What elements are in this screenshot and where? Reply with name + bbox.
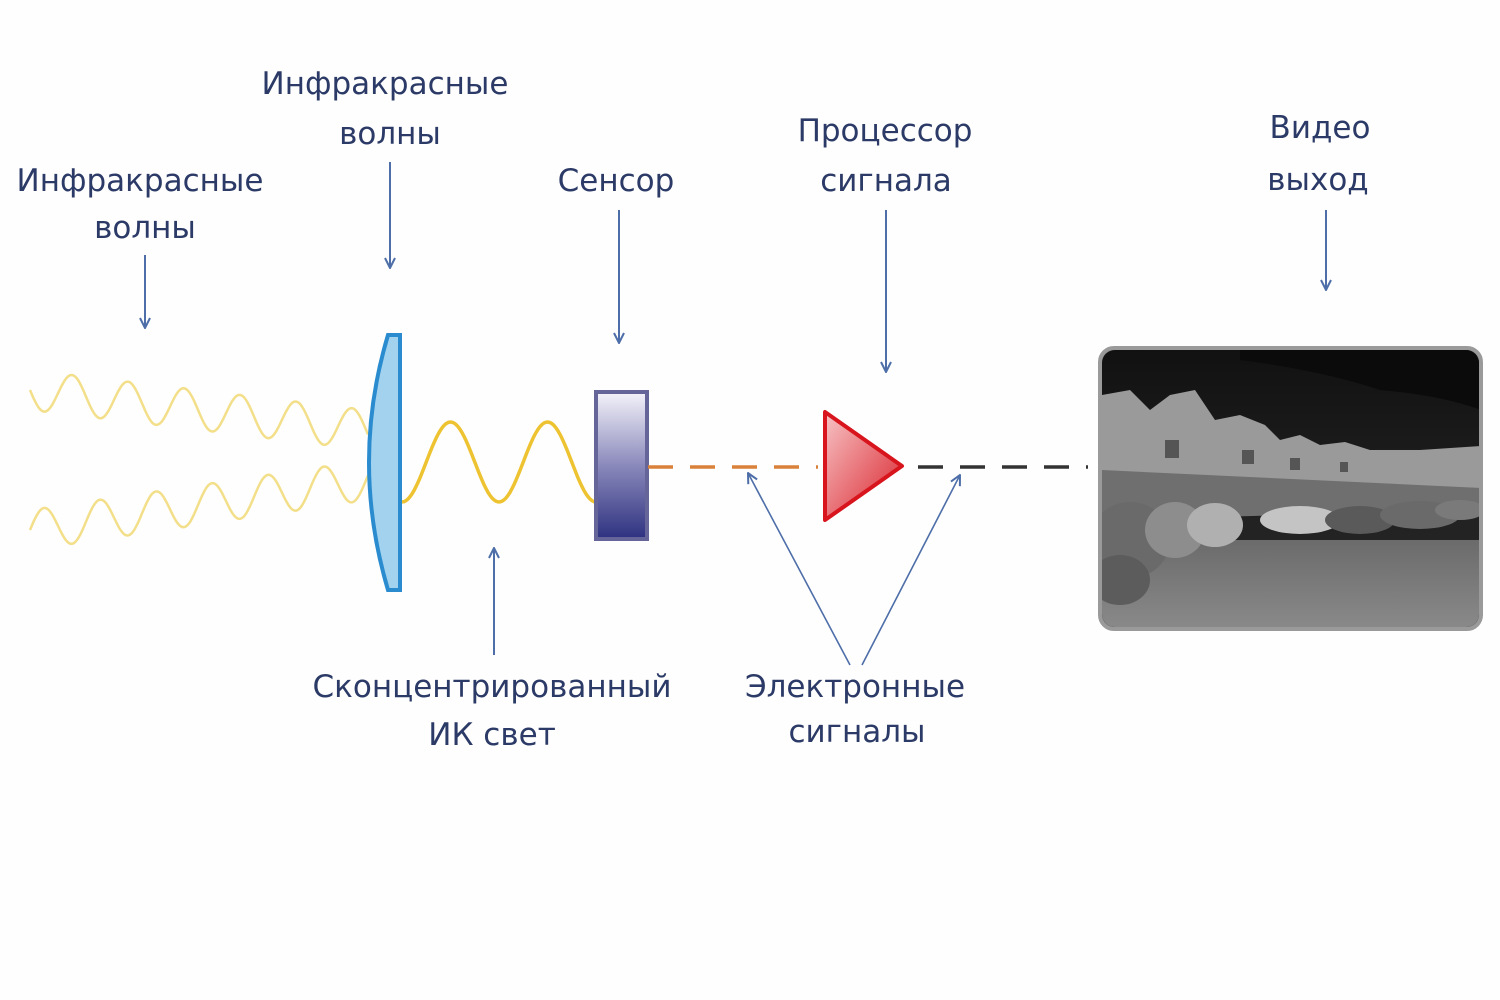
label-line: ИК свет	[428, 717, 556, 753]
label-sensor: Сенсор	[558, 163, 675, 199]
signal-processor	[823, 410, 904, 522]
label-line: Процессор	[798, 113, 973, 149]
ir-wave-focused	[401, 420, 597, 504]
label-focused-ir: Сконцентрированный ИК свет	[313, 669, 672, 753]
arrow-signal-right-icon	[861, 475, 960, 666]
arrow-signal-left-icon	[748, 473, 851, 666]
label-ir-waves-lens: Инфракрасные волны	[262, 66, 509, 152]
label-line: Сконцентрированный	[313, 669, 672, 705]
label-electronic-signals: Электронные сигналы	[745, 669, 965, 750]
thermal-video-output-image	[1098, 346, 1483, 631]
label-video-out: Видео выход	[1267, 110, 1370, 198]
label-line: волны	[94, 210, 196, 246]
label-line: волны	[339, 116, 441, 152]
label-ir-waves-left: Инфракрасные волны	[17, 163, 264, 246]
label-line: Инфракрасные	[17, 163, 264, 199]
lens	[367, 333, 402, 592]
label-line: сигнала	[820, 163, 952, 199]
label-line: выход	[1267, 162, 1369, 198]
label-line: сигналы	[788, 714, 925, 750]
sensor	[594, 390, 649, 541]
ir-wave-lower	[28, 465, 370, 546]
label-line: Инфракрасные	[262, 66, 509, 102]
label-processor: Процессор сигнала	[798, 113, 973, 199]
label-line: Электронные	[745, 669, 965, 705]
ir-wave-upper	[28, 373, 370, 447]
label-line: Видео	[1270, 110, 1371, 146]
